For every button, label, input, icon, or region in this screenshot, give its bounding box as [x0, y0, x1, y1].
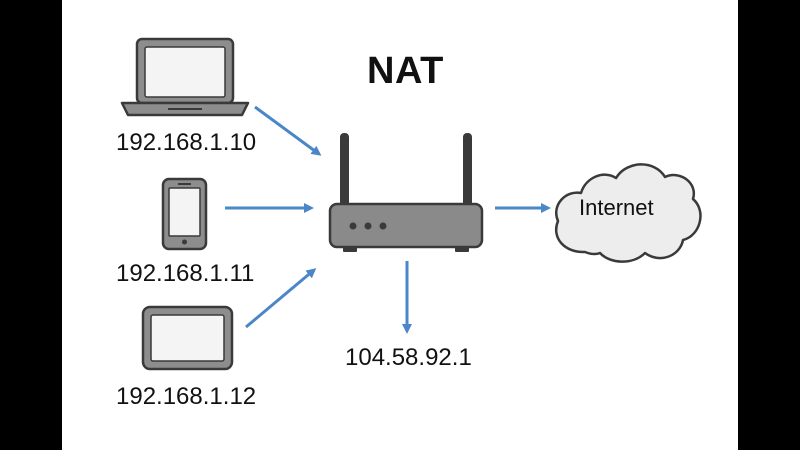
- laptop-icon: [120, 37, 250, 117]
- diagram-title: NAT: [367, 50, 444, 92]
- phone-ip-label: 192.168.1.11: [116, 260, 255, 287]
- arrow-tablet-to-router: [245, 268, 317, 329]
- internet-label: Internet: [579, 195, 654, 220]
- cloud-icon: [555, 163, 702, 263]
- router-icon: [328, 133, 484, 252]
- public-ip-label: 104.58.92.1: [345, 344, 472, 371]
- arrow-laptop-to-router: [254, 105, 322, 156]
- smartphone-icon: [161, 177, 208, 251]
- tablet-ip-label: 192.168.1.12: [116, 383, 257, 410]
- tablet-icon: [141, 305, 234, 371]
- laptop-ip-label: 192.168.1.10: [116, 129, 257, 156]
